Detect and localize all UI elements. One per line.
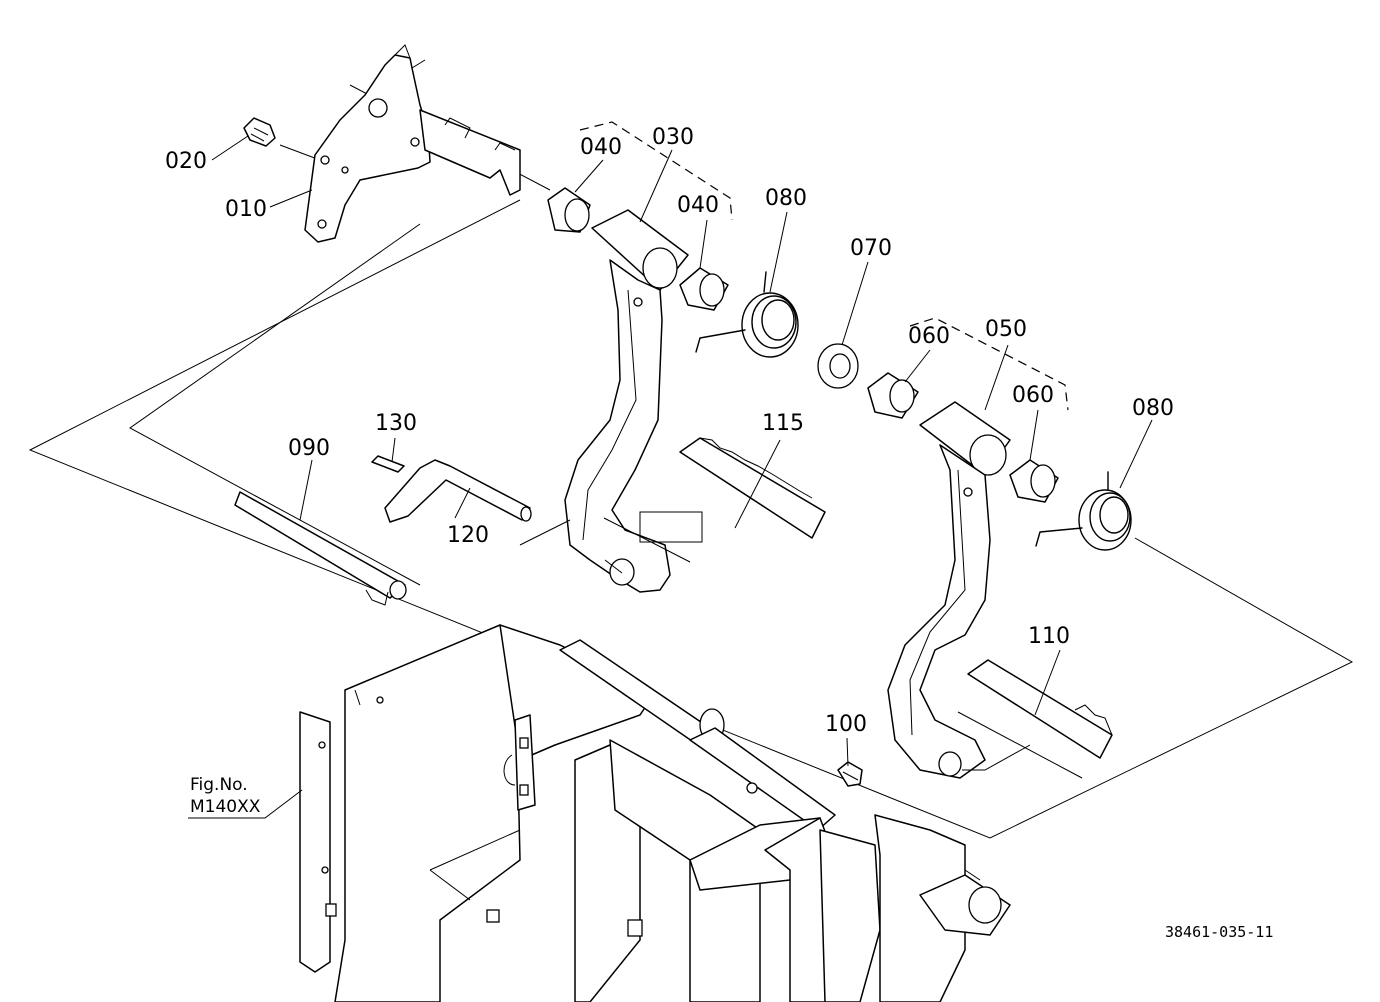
label-115: 115 (762, 411, 804, 436)
figure-reference: Fig.No. M140XX (190, 775, 261, 817)
bushing-040-left (547, 187, 591, 233)
pedal-030 (564, 121, 733, 593)
label-040-right: 040 (677, 193, 719, 218)
bracket-010 (304, 44, 521, 243)
spring-080-right (1035, 471, 1132, 551)
label-030: 030 (652, 125, 694, 150)
label-060-right: 060 (1012, 383, 1054, 408)
fig-ref-line2: M140XX (190, 797, 261, 817)
label-120: 120 (447, 523, 489, 548)
part-labels: 020 010 040 030 040 080 070 060 050 060 … (165, 125, 1174, 737)
label-090: 090 (288, 436, 330, 461)
shaft-090 (234, 491, 407, 606)
leader-lines (188, 135, 1153, 819)
label-100: 100 (825, 712, 867, 737)
label-020: 020 (165, 149, 207, 174)
label-110: 110 (1028, 624, 1070, 649)
label-080-left: 080 (765, 186, 807, 211)
label-060-left: 060 (908, 324, 950, 349)
pedal-pad-110 (957, 659, 1113, 779)
frame-chassis (299, 624, 1011, 1002)
label-130: 130 (375, 411, 417, 436)
bushing-060-right (1009, 459, 1059, 503)
bolt-100 (837, 761, 863, 787)
label-070: 070 (850, 236, 892, 261)
label-080-right: 080 (1132, 396, 1174, 421)
bushing-060-left (867, 372, 919, 419)
bolt-020 (243, 117, 276, 147)
label-040-left: 040 (580, 135, 622, 160)
drawing-number: 38461-035-11 (1165, 923, 1273, 941)
label-010: 010 (225, 197, 267, 222)
pedal-050 (887, 317, 1069, 779)
pin-120 (384, 459, 532, 523)
label-050: 050 (985, 317, 1027, 342)
spring-080-left (695, 271, 799, 358)
bushing-040-right (679, 267, 729, 311)
pedal-pad-115 (519, 437, 826, 563)
fig-ref-line1: Fig.No. (190, 775, 248, 795)
washer-070 (817, 343, 859, 389)
cotter-pin-130 (371, 455, 405, 473)
